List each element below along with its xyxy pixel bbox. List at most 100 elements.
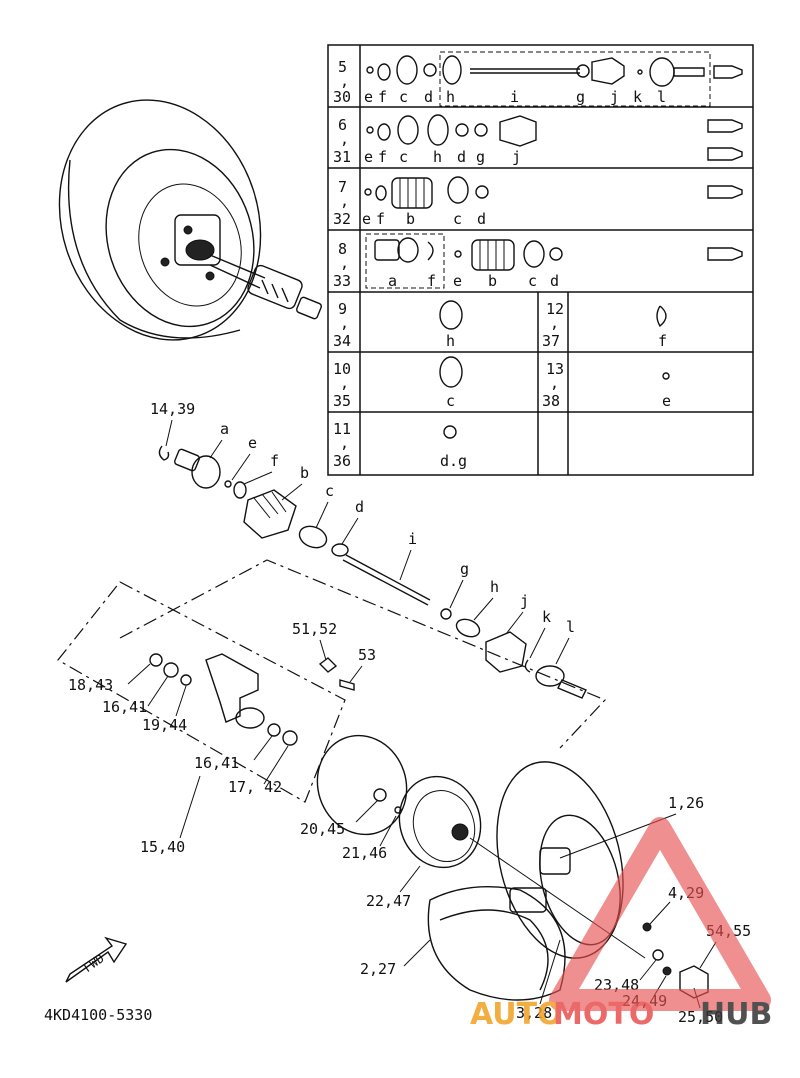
- part-letter: c: [399, 88, 408, 106]
- row-number-bottom: 34: [333, 332, 351, 350]
- part-letter: a: [388, 272, 397, 290]
- callout: 3,28: [516, 1004, 552, 1022]
- part-letter: f: [658, 332, 667, 350]
- callout-labels: 14,39 a e f b c d i g h j k l 51,52 53 1…: [68, 400, 751, 1026]
- callout: 20,45: [300, 820, 345, 838]
- part-letter: e: [362, 210, 371, 228]
- part-letter: d: [550, 272, 559, 290]
- row-number-top: 6: [338, 116, 347, 134]
- callout: a: [220, 420, 229, 438]
- part-letter: f: [376, 210, 385, 228]
- row1-drawings: [366, 55, 743, 87]
- svg-text:,: ,: [340, 130, 349, 148]
- row-number-bottom: 33: [333, 272, 351, 290]
- row-number-bottom: 30: [333, 88, 351, 106]
- svg-text:,: ,: [340, 72, 349, 90]
- callout: 19,44: [142, 716, 187, 734]
- part-letter: d: [457, 148, 466, 166]
- part-letter: b: [488, 272, 497, 290]
- callout: g: [460, 560, 469, 578]
- part-letter: f: [378, 88, 387, 106]
- automotohub-watermark-logo: AUTO MOTO HUB: [470, 817, 772, 1032]
- part-letter: e: [364, 88, 373, 106]
- callout: b: [300, 464, 309, 482]
- washer-drawing: [443, 425, 457, 439]
- row-number-bottom: 36: [333, 452, 351, 470]
- row3-drawings: [364, 176, 743, 209]
- part-letter: k: [633, 88, 642, 106]
- svg-text:,: ,: [340, 374, 349, 392]
- circlip-drawing: [656, 305, 667, 328]
- callout: i: [408, 530, 417, 548]
- callout: 16,41: [102, 698, 147, 716]
- part-letter: g: [476, 148, 485, 166]
- parts-table: 5 , 30 e f c d h i g j k l 6 ,: [327, 44, 754, 476]
- part-letter: b: [406, 210, 415, 228]
- callout: 18,43: [68, 676, 113, 694]
- part-letter: c: [453, 210, 462, 228]
- callout: 16,41: [194, 754, 239, 772]
- svg-text:,: ,: [340, 192, 349, 210]
- callout: 21,46: [342, 844, 387, 862]
- row-number-bottom: 38: [542, 392, 560, 410]
- callout: 2,27: [360, 960, 396, 978]
- row2-drawings: [366, 114, 743, 161]
- callout: 22,47: [366, 892, 411, 910]
- callout: l: [566, 618, 575, 636]
- fwd-arrow-icon: FWD: [65, 936, 128, 983]
- callout: k: [542, 608, 551, 626]
- watermark-text: HUB: [700, 997, 772, 1032]
- part-letter: e: [453, 272, 462, 290]
- row-number-bottom: 35: [333, 392, 351, 410]
- callout: f: [270, 452, 279, 470]
- fwd-label: FWD: [81, 951, 107, 975]
- part-letter: j: [512, 148, 521, 166]
- callout: c: [325, 482, 334, 500]
- part-letter: j: [610, 88, 619, 106]
- callout: 51,52: [292, 620, 337, 638]
- callout: 15,40: [140, 838, 185, 856]
- watermark-text: AUTO: [470, 997, 563, 1032]
- part-letter: h: [446, 88, 455, 106]
- row-number-top: 9: [338, 300, 347, 318]
- part-letter: g: [576, 88, 585, 106]
- part-letter: c: [399, 148, 408, 166]
- diagram-code: 4KD4100-5330: [44, 1006, 152, 1024]
- row-number-top: 5: [338, 58, 347, 76]
- callout: 1,26: [668, 794, 704, 812]
- ring-drawing: [662, 372, 670, 380]
- leader-lines: [127, 419, 717, 1009]
- svg-text:,: ,: [340, 314, 349, 332]
- callout: 17, 42: [228, 778, 282, 796]
- callout: d: [355, 498, 364, 516]
- part-letter: d.g: [440, 452, 467, 470]
- wheel-assembly-illustration: [58, 99, 322, 341]
- part-letter: d: [424, 88, 433, 106]
- callout: 25,50: [678, 1008, 723, 1026]
- part-letter: e: [364, 148, 373, 166]
- part-letter: i: [510, 88, 519, 106]
- row-number-bottom: 31: [333, 148, 351, 166]
- part-letter: c: [446, 392, 455, 410]
- row4-drawings: [374, 237, 743, 271]
- part-letter: f: [427, 272, 436, 290]
- part-letter: e: [662, 392, 671, 410]
- callout: 14,39: [150, 400, 195, 418]
- part-letter: h: [433, 148, 442, 166]
- knuckle-group: [57, 559, 607, 803]
- row-number-top: 7: [338, 178, 347, 196]
- callout: e: [248, 434, 257, 452]
- row-number-bottom: 32: [333, 210, 351, 228]
- row-number-top: 13: [546, 360, 564, 378]
- callout: j: [520, 592, 529, 610]
- row-number-top: 8: [338, 240, 347, 258]
- row-number-top: 11: [333, 420, 351, 438]
- svg-text:,: ,: [340, 434, 349, 452]
- part-letter: c: [528, 272, 537, 290]
- row-number-top: 12: [546, 300, 564, 318]
- hose-clamp-drawing: [439, 300, 463, 330]
- part-letter: d: [477, 210, 486, 228]
- callout: 53: [358, 646, 376, 664]
- part-letter: l: [657, 88, 666, 106]
